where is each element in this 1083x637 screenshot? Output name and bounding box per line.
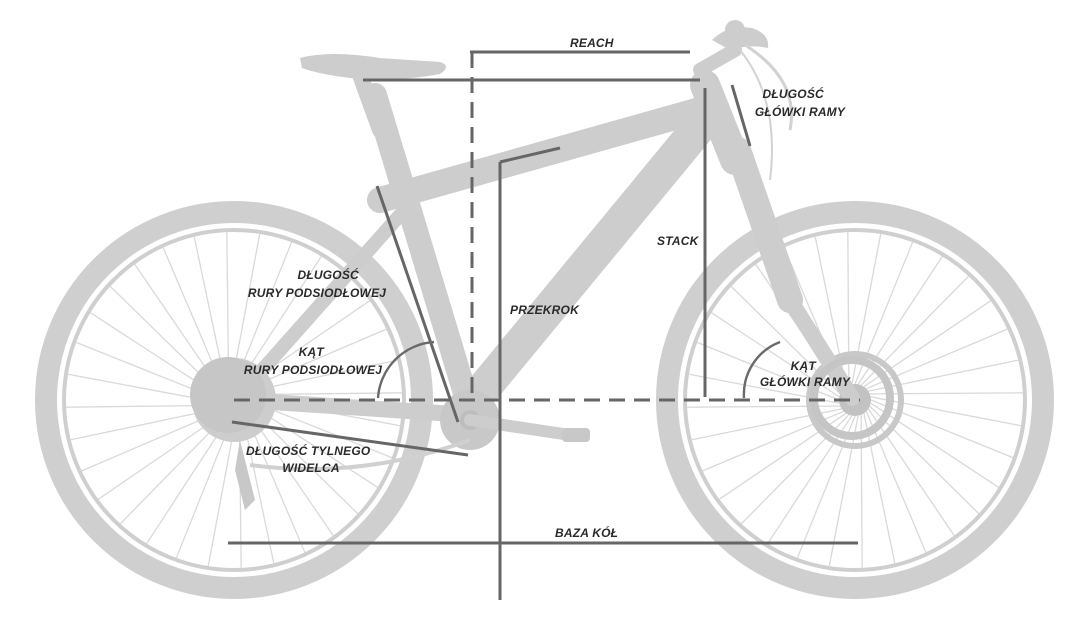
spoke bbox=[870, 402, 999, 488]
spoke bbox=[866, 328, 1008, 390]
head-tube-length-line bbox=[730, 84, 752, 147]
labels: REACH DŁUGOŚĆ GŁÓWKI RAMY STACK DŁUGOŚĆ … bbox=[244, 36, 851, 540]
measurement-lines bbox=[228, 50, 860, 600]
seat-tube-angle-arc bbox=[376, 340, 435, 399]
label-head-tube-length: DŁUGOŚĆ GŁÓWKI RAMY bbox=[755, 86, 846, 119]
head-tube-angle-arc bbox=[742, 340, 781, 399]
spoke bbox=[870, 396, 1022, 427]
spoke bbox=[869, 405, 980, 515]
standover-top-line bbox=[499, 146, 561, 164]
frame bbox=[232, 43, 860, 423]
label-seat-tube-angle: KĄT RURY PODSIODŁOWEJ bbox=[244, 345, 382, 377]
spoke bbox=[867, 408, 955, 536]
label-head-tube-angle: KĄT GŁÓWKI RAMY bbox=[760, 359, 851, 389]
saddle bbox=[300, 54, 446, 80]
spoke bbox=[870, 399, 1014, 459]
label-seat-tube-length: DŁUGOŚĆ RURY PODSIODŁOWEJ bbox=[248, 267, 386, 300]
label-wheelbase: BAZA KÓŁ bbox=[555, 525, 618, 540]
spoke bbox=[868, 359, 1019, 392]
spoke bbox=[863, 413, 896, 564]
label-stack: STACK bbox=[657, 234, 700, 248]
spoke bbox=[869, 392, 1023, 395]
spoke bbox=[865, 411, 927, 553]
spoke bbox=[828, 415, 859, 567]
crankset bbox=[440, 390, 590, 450]
label-reach: REACH bbox=[570, 36, 614, 50]
chainstay-line bbox=[231, 420, 469, 457]
spoke bbox=[796, 415, 856, 559]
seat-tube-length-line bbox=[375, 185, 460, 423]
bike-silhouette bbox=[35, 20, 1054, 599]
label-chainstay: DŁUGOŚĆ TYLNEGO WIDELCA bbox=[246, 443, 374, 475]
spoke bbox=[860, 414, 863, 568]
label-standover: PRZEKROK bbox=[510, 303, 580, 317]
